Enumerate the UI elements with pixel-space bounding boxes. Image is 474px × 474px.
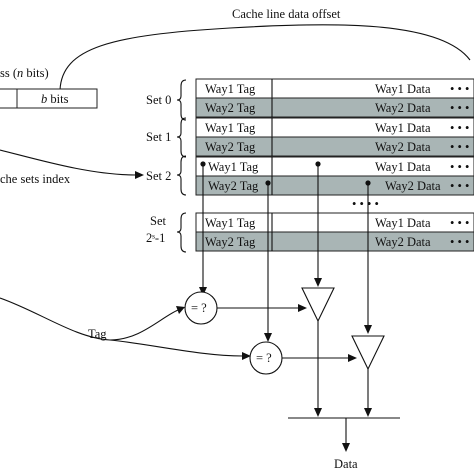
data-out-arrow [342, 443, 350, 452]
svg-text:• • •: • • • [450, 160, 469, 174]
enable-arrow-1 [298, 304, 307, 312]
cache-sets-index-label: che sets index [0, 172, 71, 186]
svg-text:• • •: • • • [450, 179, 469, 193]
svg-text:Set 2: Set 2 [146, 169, 171, 183]
readout-wires [199, 161, 372, 342]
svg-text:• • •: • • • [450, 140, 469, 154]
enable-arrow-2 [348, 354, 357, 362]
tag-wire-lower [109, 339, 244, 357]
svg-text:Way2 Data: Way2 Data [375, 101, 431, 115]
set-last-rows: Way1 Tag Way1 Data • • • Way2 Tag Way2 D… [195, 212, 474, 252]
tag-wire-upper [0, 297, 179, 341]
cache-line-offset-title: Cache line data offset [232, 7, 341, 21]
set-0-rows: Way1 Tag Way1 Data • • • Way2 Tag Way2 D… [195, 78, 474, 118]
svg-text:Way1 Tag: Way1 Tag [205, 121, 256, 135]
address-field-offset [16, 88, 98, 109]
svg-text:• • •: • • • [450, 101, 469, 115]
svg-text:Way1 Data: Way1 Data [375, 82, 431, 96]
svg-text:Way1 Tag: Way1 Tag [205, 82, 256, 96]
svg-text:2ˢ-1: 2ˢ-1 [146, 231, 165, 245]
index-arrowhead [135, 171, 144, 179]
buffer-way2 [351, 335, 385, 371]
address-field-index [0, 88, 18, 109]
svg-text:Way1 Tag: Way1 Tag [208, 160, 259, 174]
set-1-rows: Way1 Tag Way1 Data • • • Way2 Tag Way2 D… [195, 117, 474, 157]
address-label: ss (n bits) [0, 66, 49, 80]
tag-arrow-upper [176, 306, 185, 314]
set-label-0: Set 0 [146, 79, 187, 121]
buffer-way1 [301, 287, 335, 323]
set-label-2: Set 2 [146, 155, 187, 196]
svg-text:Way2 Tag: Way2 Tag [205, 235, 256, 249]
svg-text:Set 0: Set 0 [146, 93, 171, 107]
set-label-last: Set 2ˢ-1 [146, 212, 187, 253]
svg-text:Way1 Data: Way1 Data [375, 121, 431, 135]
svg-text:Set: Set [150, 214, 167, 228]
buffer1-out-arrow [314, 408, 322, 417]
svg-text:Way2 Data: Way2 Data [375, 140, 431, 154]
tag-arrow-lower [242, 352, 251, 360]
b-bits-label: b bits [41, 92, 69, 106]
comparator-way2: = ? [249, 341, 283, 375]
offset-curve [59, 24, 471, 91]
svg-text:• • •: • • • [450, 82, 469, 96]
set-label-1: Set 1 [146, 117, 187, 158]
comparator-way1: = ? [184, 291, 218, 325]
svg-text:Way2 Data: Way2 Data [375, 235, 431, 249]
svg-text:Way1 Data: Way1 Data [375, 160, 431, 174]
svg-text:Way2 Tag: Way2 Tag [208, 179, 259, 193]
svg-text:• • •: • • • [450, 121, 469, 135]
svg-text:= ?: = ? [256, 351, 272, 365]
svg-text:Way1 Data: Way1 Data [375, 216, 431, 230]
svg-text:Way2 Data: Way2 Data [385, 179, 441, 193]
sets-ellipsis: • • • • [352, 197, 379, 211]
svg-text:• • •: • • • [450, 216, 469, 230]
buffer2-out-arrow [364, 408, 372, 417]
svg-text:= ?: = ? [191, 301, 207, 315]
svg-text:Way2 Tag: Way2 Tag [205, 101, 256, 115]
svg-text:Way2 Tag: Way2 Tag [205, 140, 256, 154]
index-arrow [0, 149, 137, 176]
svg-text:• • •: • • • [450, 235, 469, 249]
svg-text:Way1 Tag: Way1 Tag [205, 216, 256, 230]
svg-text:Set 1: Set 1 [146, 130, 171, 144]
set-2-rows: Way1 Tag Way1 Data • • • Way2 Tag Way2 D… [195, 156, 474, 196]
data-output-label: Data [334, 457, 358, 471]
